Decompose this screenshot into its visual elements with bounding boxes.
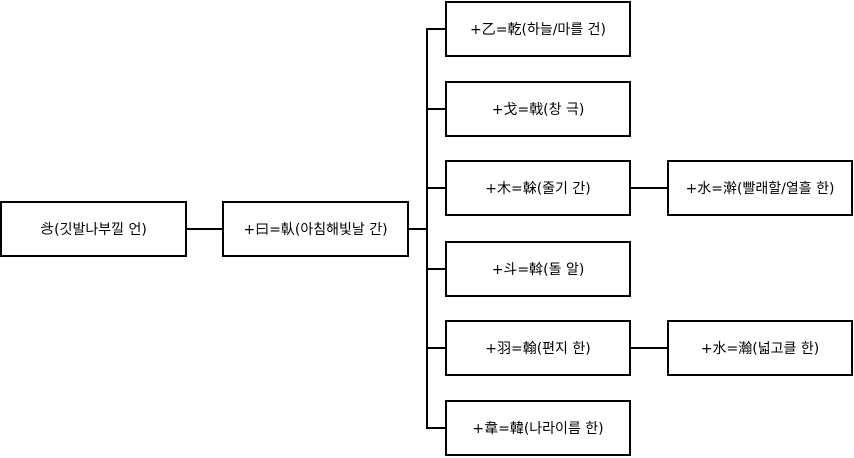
node-child-3-label: +木=榦(줄기 간) (485, 181, 591, 197)
node-grandchild-1: +水=澣(빨래할/열흘 한) (667, 160, 853, 216)
node-mid-label: +曰=倝(아침해빛날 간) (243, 222, 388, 238)
node-child-4: +斗=斡(돌 알) (445, 241, 631, 297)
node-child-2: +戈=戟(창 극) (445, 81, 631, 137)
node-root-label: 㪳(깃발나부낄 언) (40, 222, 147, 238)
node-child-1: +乙=乾(하늘/마를 건) (445, 1, 631, 57)
node-child-2-label: +戈=戟(창 극) (491, 102, 585, 118)
node-grandchild-2-label: +水=瀚(넓고클 한) (700, 341, 820, 357)
node-child-6: +韋=韓(나라이름 한) (445, 400, 631, 456)
node-grandchild-2: +水=瀚(넓고클 한) (667, 320, 853, 376)
node-child-5-label: +羽=翰(편지 한) (485, 341, 591, 357)
node-child-6-label: +韋=韓(나라이름 한) (472, 421, 604, 437)
node-mid: +曰=倝(아침해빛날 간) (222, 201, 409, 257)
node-child-3: +木=榦(줄기 간) (445, 160, 631, 216)
node-child-4-label: +斗=斡(돌 알) (491, 262, 585, 278)
node-child-1-label: +乙=乾(하늘/마를 건) (470, 22, 606, 38)
node-root: 㪳(깃발나부낄 언) (0, 201, 187, 257)
node-child-5: +羽=翰(편지 한) (445, 320, 631, 376)
node-grandchild-1-label: +水=澣(빨래할/열흘 한) (685, 181, 835, 197)
